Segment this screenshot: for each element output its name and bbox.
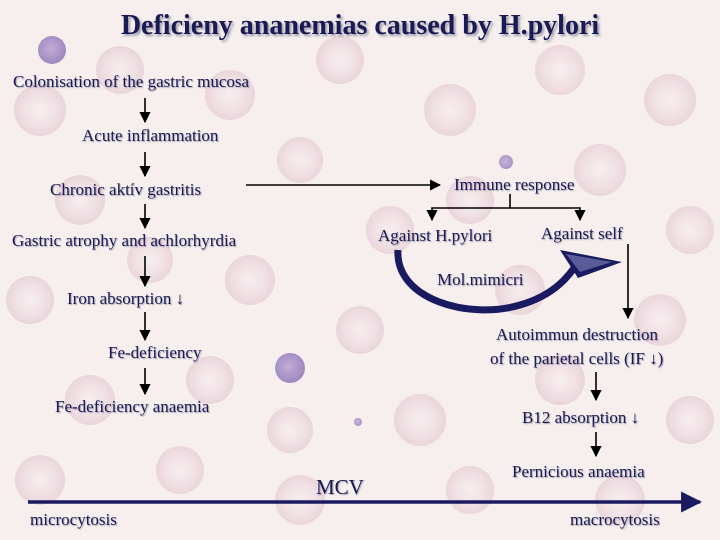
colonisation-label: Colonisation of the gastric mucosa — [13, 72, 250, 91]
acute-inflammation-label: Acute inflammation — [82, 126, 219, 145]
iron-absorption-label: Iron absorption ↓ — [67, 289, 185, 308]
against-hpylori-label: Against H.pylori — [378, 226, 493, 245]
b12-absorption-label: B12 absorption ↓ — [522, 408, 640, 427]
chronic-gastritis-label: Chronic aktív gastritis — [50, 180, 202, 199]
red-blood-cells — [6, 36, 714, 525]
arrow-immune-split — [431, 207, 581, 218]
mol-mimicri-arrow — [394, 249, 581, 314]
autoimmun-destruction-line2: of the parietal cells (IF ↓) — [490, 349, 664, 368]
gastric-atrophy-label: Gastric atrophy and achlorhyrdia — [12, 231, 237, 250]
fe-deficiency-label: Fe-deficiency — [108, 343, 202, 362]
macrocytosis-label: macrocytosis — [570, 510, 660, 529]
immune-response-label: Immune response — [454, 175, 575, 194]
mol-mimicri-label: Mol.mimicri — [437, 270, 524, 289]
fe-deficiency-anaemia-label: Fe-deficiency anaemia — [55, 397, 210, 416]
against-self-label: Against self — [541, 224, 623, 243]
white-blood-cells — [38, 36, 513, 426]
page-title: Deficieny ananemias caused by H.pylori — [120, 10, 600, 41]
pernicious-anaemia-label: Pernicious anaemia — [512, 462, 645, 481]
autoimmun-destruction-line1: Autoimmun destruction — [496, 325, 658, 344]
mol-mimicri-arrowhead-highlight — [566, 254, 612, 272]
mcv-axis-label: MCV — [316, 475, 364, 499]
microcytosis-label: microcytosis — [30, 510, 117, 529]
